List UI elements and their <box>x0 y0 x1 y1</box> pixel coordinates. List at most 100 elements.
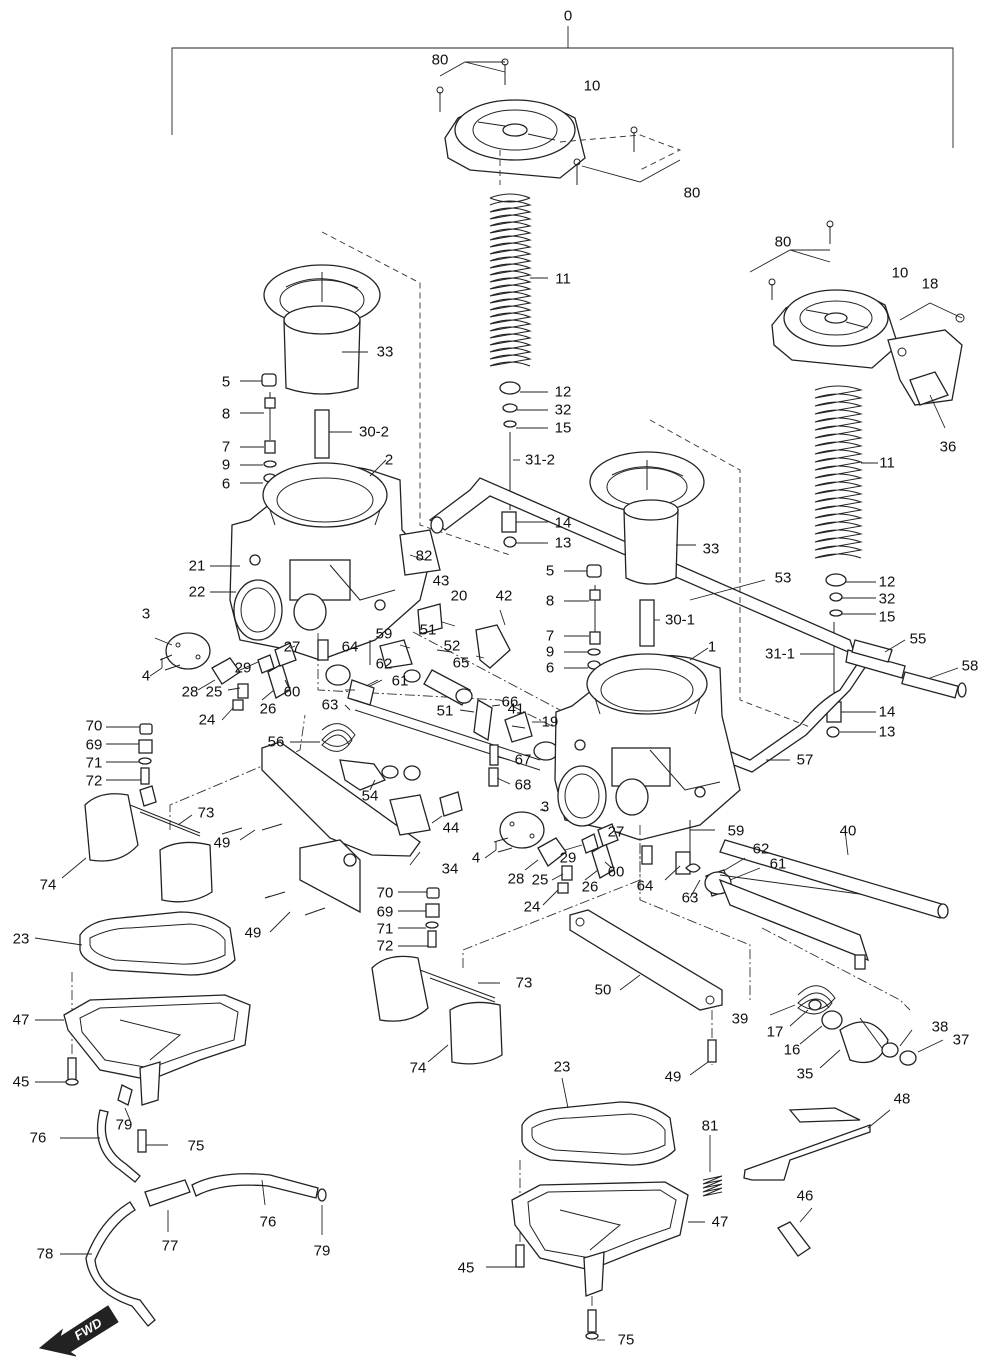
throttle-drum-set <box>769 985 944 1069</box>
callout-48: 48 <box>893 1090 911 1108</box>
vacuum-slide-right <box>589 419 811 728</box>
callout-76: 76 <box>29 1129 47 1147</box>
callout-15: 15 <box>878 608 896 626</box>
forward-direction-arrow <box>38 1305 119 1357</box>
callout-47: 47 <box>12 1011 30 1029</box>
callout-13: 13 <box>878 723 896 741</box>
callout-50: 50 <box>594 981 612 999</box>
callout-68: 68 <box>514 776 532 794</box>
callout-80: 80 <box>774 233 792 251</box>
callout-61: 61 <box>769 855 787 873</box>
callout-79: 79 <box>313 1242 331 1260</box>
callout-75: 75 <box>617 1331 635 1349</box>
callout-32: 32 <box>878 590 896 608</box>
callout-0: 0 <box>563 7 573 25</box>
callout-42: 42 <box>495 587 513 605</box>
callout-19: 19 <box>541 713 559 731</box>
callout-79: 79 <box>115 1116 133 1134</box>
fuel-pipes <box>428 477 967 773</box>
callout-74: 74 <box>409 1059 427 1077</box>
callout-23: 23 <box>12 930 30 948</box>
callout-15: 15 <box>554 419 572 437</box>
callout-12: 12 <box>554 383 572 401</box>
top-cover-assembly-left <box>436 58 682 185</box>
callout-10: 10 <box>891 264 909 282</box>
callout-60: 60 <box>607 863 625 881</box>
callout-7: 7 <box>221 438 231 456</box>
callout-14: 14 <box>878 703 896 721</box>
callout-28: 28 <box>181 683 199 701</box>
callout-52: 52 <box>443 637 461 655</box>
callout-54: 54 <box>361 787 379 805</box>
linkage-right <box>639 825 949 1011</box>
vacuum-slide-left <box>263 231 511 556</box>
callout-71: 71 <box>85 754 103 772</box>
callout-16: 16 <box>783 1041 801 1059</box>
callout-74: 74 <box>39 876 57 894</box>
callout-18: 18 <box>921 275 939 293</box>
callout-69: 69 <box>376 903 394 921</box>
callout-4: 4 <box>141 667 151 685</box>
pilot-screw-set-left <box>240 373 277 484</box>
callout-14: 14 <box>554 514 572 532</box>
callout-10: 10 <box>583 77 601 95</box>
callout-51: 51 <box>436 702 454 720</box>
callout-72: 72 <box>85 772 103 790</box>
callout-29: 29 <box>234 659 252 677</box>
assembly-bracket <box>171 26 954 148</box>
callout-67: 67 <box>514 751 532 769</box>
callout-49: 49 <box>213 834 231 852</box>
callout-40: 40 <box>839 822 857 840</box>
callout-70: 70 <box>376 884 394 902</box>
callout-55: 55 <box>909 630 927 648</box>
callout-4: 4 <box>471 849 481 867</box>
callout-6: 6 <box>545 659 555 677</box>
callout-30-2: 30-2 <box>358 423 390 441</box>
callout-9: 9 <box>545 643 555 661</box>
callout-37: 37 <box>952 1031 970 1049</box>
linkage-upper <box>317 603 561 787</box>
callout-73: 73 <box>515 974 533 992</box>
cover-plate-right <box>484 809 545 859</box>
jet-cluster-right <box>524 820 715 906</box>
pilot-screw-set-right <box>564 564 602 670</box>
callout-62: 62 <box>752 840 770 858</box>
callout-39: 39 <box>731 1010 749 1028</box>
top-cover-assembly-right <box>749 220 965 429</box>
air-vent-set-right <box>264 845 641 1065</box>
callout-59: 59 <box>375 625 393 643</box>
callout-61: 61 <box>391 672 409 690</box>
callout-25: 25 <box>205 683 223 701</box>
jet-cluster-left <box>197 642 297 721</box>
callout-33: 33 <box>376 343 394 361</box>
callout-26: 26 <box>581 878 599 896</box>
callout-44: 44 <box>442 819 460 837</box>
callout-38: 38 <box>931 1018 949 1036</box>
callout-66: 66 <box>501 693 519 711</box>
callout-33: 33 <box>702 540 720 558</box>
callout-56: 56 <box>267 733 285 751</box>
callout-34: 34 <box>441 860 459 878</box>
callout-8: 8 <box>221 405 231 423</box>
callout-69: 69 <box>85 736 103 754</box>
callout-11: 11 <box>555 270 571 288</box>
callout-64: 64 <box>636 877 654 895</box>
callout-8: 8 <box>545 592 555 610</box>
callout-47: 47 <box>711 1213 729 1231</box>
callout-63: 63 <box>321 696 339 714</box>
callout-36: 36 <box>939 438 957 456</box>
callout-24: 24 <box>523 898 541 916</box>
callout-46: 46 <box>796 1187 814 1205</box>
air-vent-set-left <box>61 714 306 903</box>
callout-25: 25 <box>531 871 549 889</box>
callout-75: 75 <box>187 1137 205 1155</box>
jet-needle-right <box>800 573 876 738</box>
callout-3: 3 <box>540 798 550 816</box>
callout-5: 5 <box>221 373 231 391</box>
callout-23: 23 <box>553 1058 571 1076</box>
callout-71: 71 <box>376 920 394 938</box>
callout-82: 82 <box>415 547 433 565</box>
jet-needle-left <box>499 381 548 548</box>
